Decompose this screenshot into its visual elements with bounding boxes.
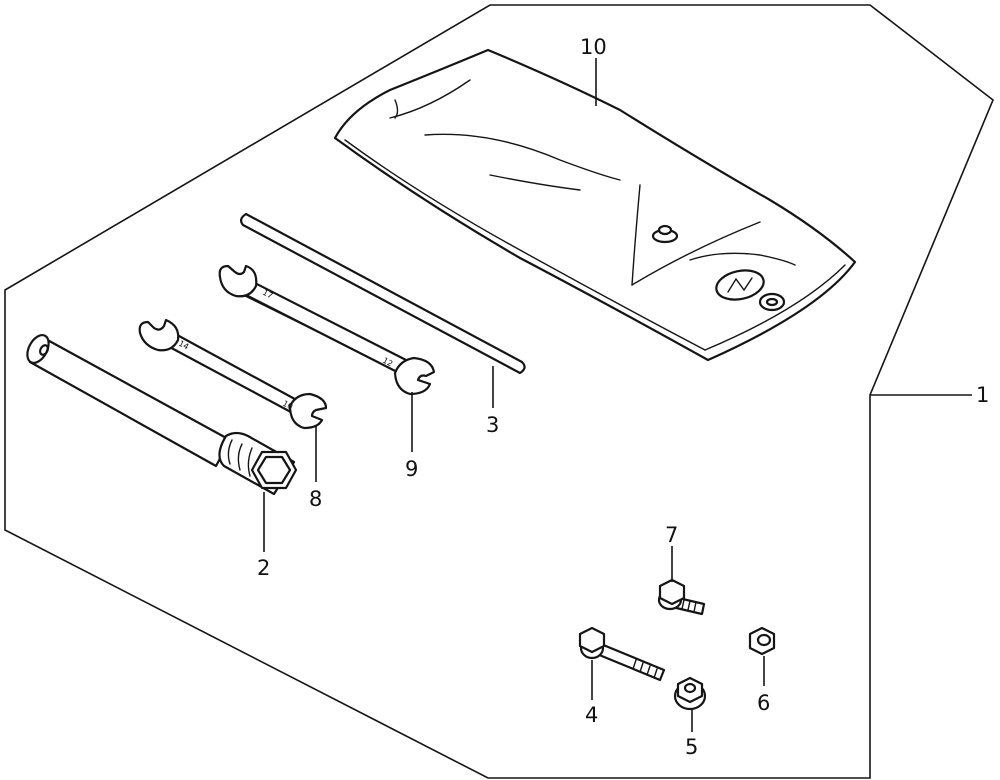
callout-8: 8: [309, 487, 322, 511]
plug-wrench[interactable]: [23, 332, 298, 496]
callout-5: 5: [685, 735, 698, 759]
tool-bag[interactable]: [333, 48, 857, 362]
assembly-outline: [4, 4, 994, 779]
hex-nut[interactable]: [748, 626, 776, 656]
wrench-17x12[interactable]: 17 12: [218, 264, 436, 396]
callout-6: 6: [757, 691, 770, 715]
bag-logo-emblem: [715, 269, 765, 301]
bag-snap-upper: [651, 224, 679, 244]
wrench-9-marking-12: 12: [381, 356, 394, 369]
flange-bolt-long[interactable]: [578, 626, 666, 682]
bag-snap-lower: [758, 292, 786, 312]
handle-bar[interactable]: [239, 212, 526, 375]
callout-1: 1: [976, 383, 989, 407]
wrench-14x10[interactable]: 14 10: [138, 318, 328, 430]
wrench-9-marking-17: 17: [261, 288, 274, 301]
callout-10: 10: [580, 35, 607, 59]
callout-4: 4: [585, 703, 598, 727]
callout-2: 2: [257, 556, 270, 580]
wrench-8-marking-10: 10: [281, 399, 294, 412]
flange-nut[interactable]: [673, 676, 707, 711]
flange-bolt-short[interactable]: [657, 578, 706, 616]
callout-3: 3: [486, 413, 499, 437]
wrench-8-marking-14: 14: [177, 339, 190, 352]
callout-9: 9: [405, 457, 418, 481]
callout-7: 7: [665, 523, 678, 547]
